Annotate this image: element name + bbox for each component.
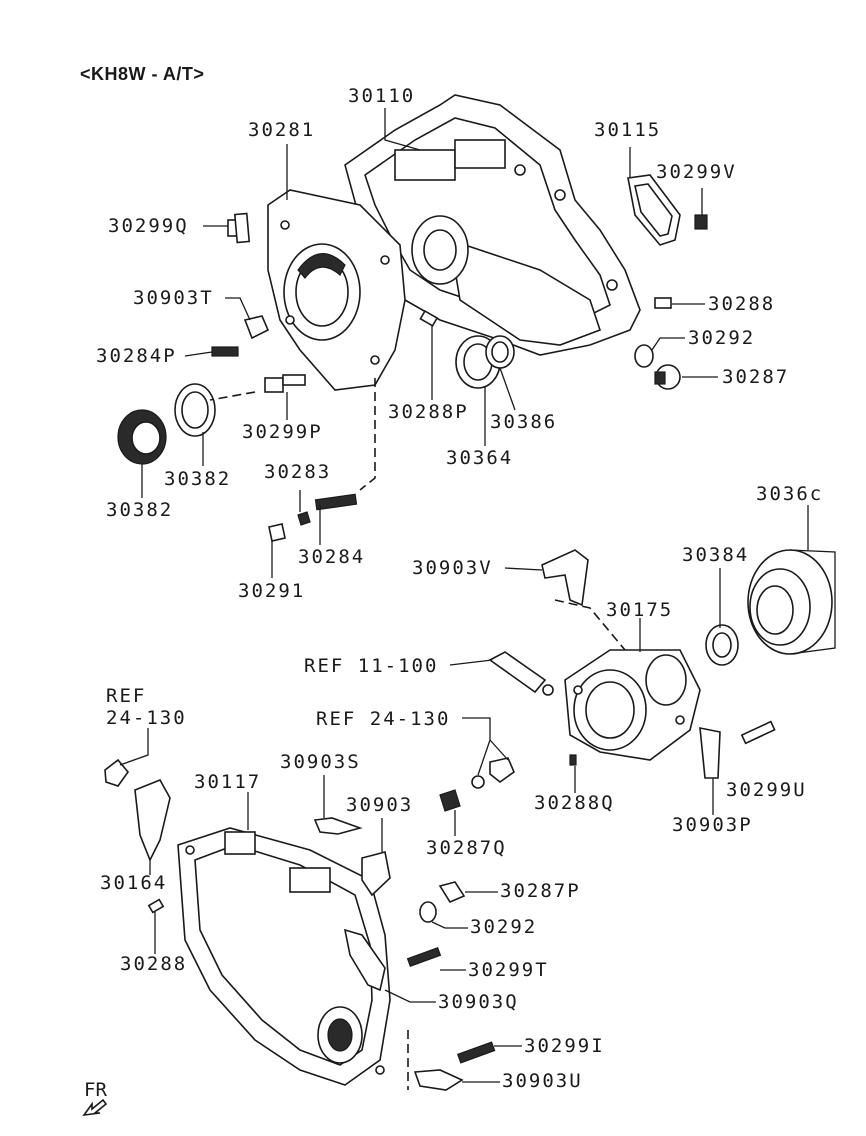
ref-label-11-100: REF 11-100: [304, 655, 439, 677]
dowel-pin: [569, 754, 577, 766]
dowel-pin: [419, 309, 439, 327]
nut: [268, 523, 286, 542]
part-label-30903T: 30903T: [133, 287, 214, 309]
part-label-30384: 30384: [682, 544, 750, 566]
transfer-case-housing: [344, 94, 641, 356]
gasket-inner: [634, 183, 673, 237]
bolt: [694, 214, 708, 230]
breather: [243, 315, 270, 340]
plug: [438, 881, 466, 904]
assembly-line: [359, 378, 376, 491]
sensor-cap: [104, 758, 130, 787]
part-label-30299V: 30299V: [656, 161, 737, 183]
arrow-down-left-icon: [82, 1098, 108, 1117]
part-label-30299T: 30299T: [468, 959, 549, 981]
adapter-plate: [267, 189, 406, 391]
part-label-30287: 30287: [722, 366, 790, 388]
part-label-30299P: 30299P: [242, 421, 323, 443]
bolt: [264, 374, 306, 393]
diagram-title: <KH8W - A/T>: [80, 64, 205, 84]
part-label-30164: 30164: [100, 872, 168, 894]
part-label-30903Q: 30903Q: [438, 991, 519, 1013]
oil-seal-inner: [712, 632, 732, 658]
part-label-30299U: 30299U: [726, 779, 807, 801]
rear-case: [177, 827, 391, 1086]
bracket: [413, 1069, 464, 1091]
stud: [211, 346, 239, 357]
sensor: [489, 757, 515, 784]
washer: [419, 901, 437, 923]
washer: [634, 344, 654, 368]
ref-label-24-130-bottom: 24-130: [106, 707, 187, 729]
part-label-30175: 30175: [606, 599, 674, 621]
part-label-30903S: 30903S: [280, 751, 361, 773]
assembly-line: [209, 391, 256, 401]
part-label-30903V: 30903V: [412, 557, 493, 579]
front-direction-label: FR: [84, 1079, 107, 1101]
bracket: [134, 778, 171, 862]
ref-label-24-130: REF 24-130: [316, 708, 451, 730]
part-label-30288-bottom: 30288: [120, 953, 188, 975]
part-label-30292: 30292: [688, 327, 756, 349]
part-label-30283: 30283: [264, 461, 332, 483]
part-label-30115: 30115: [594, 119, 662, 141]
extension-housing: [564, 649, 701, 761]
bolt: [456, 1041, 496, 1064]
part-label-30287Q: 30287Q: [426, 837, 507, 859]
part-label-30287P: 30287P: [500, 880, 581, 902]
bracket: [343, 928, 386, 992]
part-label-30386: 30386: [490, 411, 558, 433]
large-bearing: [747, 549, 836, 655]
nut: [297, 511, 311, 526]
bolt: [227, 212, 251, 244]
part-label-30291: 30291: [238, 580, 306, 602]
part-label-30292: 30292: [470, 916, 538, 938]
part-label-30281: 30281: [248, 119, 316, 141]
part-label-30366: 3036c: [756, 483, 824, 505]
sealant-tube: [488, 651, 554, 696]
seal-ring-small-inner: [491, 341, 509, 363]
part-label-30110: 30110: [348, 85, 416, 107]
part-label-30382-ring: 30382: [164, 468, 232, 490]
bolt: [740, 720, 776, 745]
bracket: [699, 727, 721, 779]
part-label-30299I: 30299I: [524, 1035, 605, 1057]
nut: [439, 789, 461, 812]
part-label-30117: 30117: [194, 771, 262, 793]
part-label-30903: 30903: [346, 794, 414, 816]
part-label-30288: 30288: [708, 293, 776, 315]
ref-label-24-130-top: REF: [106, 685, 147, 707]
dowel-pin: [147, 898, 165, 914]
assembly-line: [554, 599, 626, 651]
dowel-pin: [654, 297, 672, 309]
part-label-30284P: 30284P: [96, 345, 177, 367]
leader-lines: [119, 108, 809, 1083]
stud: [314, 493, 358, 511]
washer: [471, 775, 485, 789]
part-label-30903P: 30903P: [672, 814, 753, 836]
part-label-30903U: 30903U: [502, 1070, 583, 1092]
bracket: [361, 851, 391, 897]
part-label-30288P: 30288P: [388, 401, 469, 423]
part-label-30382-bearing: 30382: [106, 499, 174, 521]
part-label-30299Q: 30299Q: [108, 215, 189, 237]
part-label-30364: 30364: [446, 447, 514, 469]
bracket: [313, 817, 363, 835]
bolt: [406, 946, 442, 968]
bearing-inner: [131, 421, 161, 455]
drain-plug: [654, 364, 681, 390]
bracket: [541, 549, 589, 607]
part-label-30288Q: 30288Q: [534, 792, 615, 814]
part-label-30284: 30284: [298, 546, 366, 568]
oil-seal-inner: [181, 391, 209, 429]
